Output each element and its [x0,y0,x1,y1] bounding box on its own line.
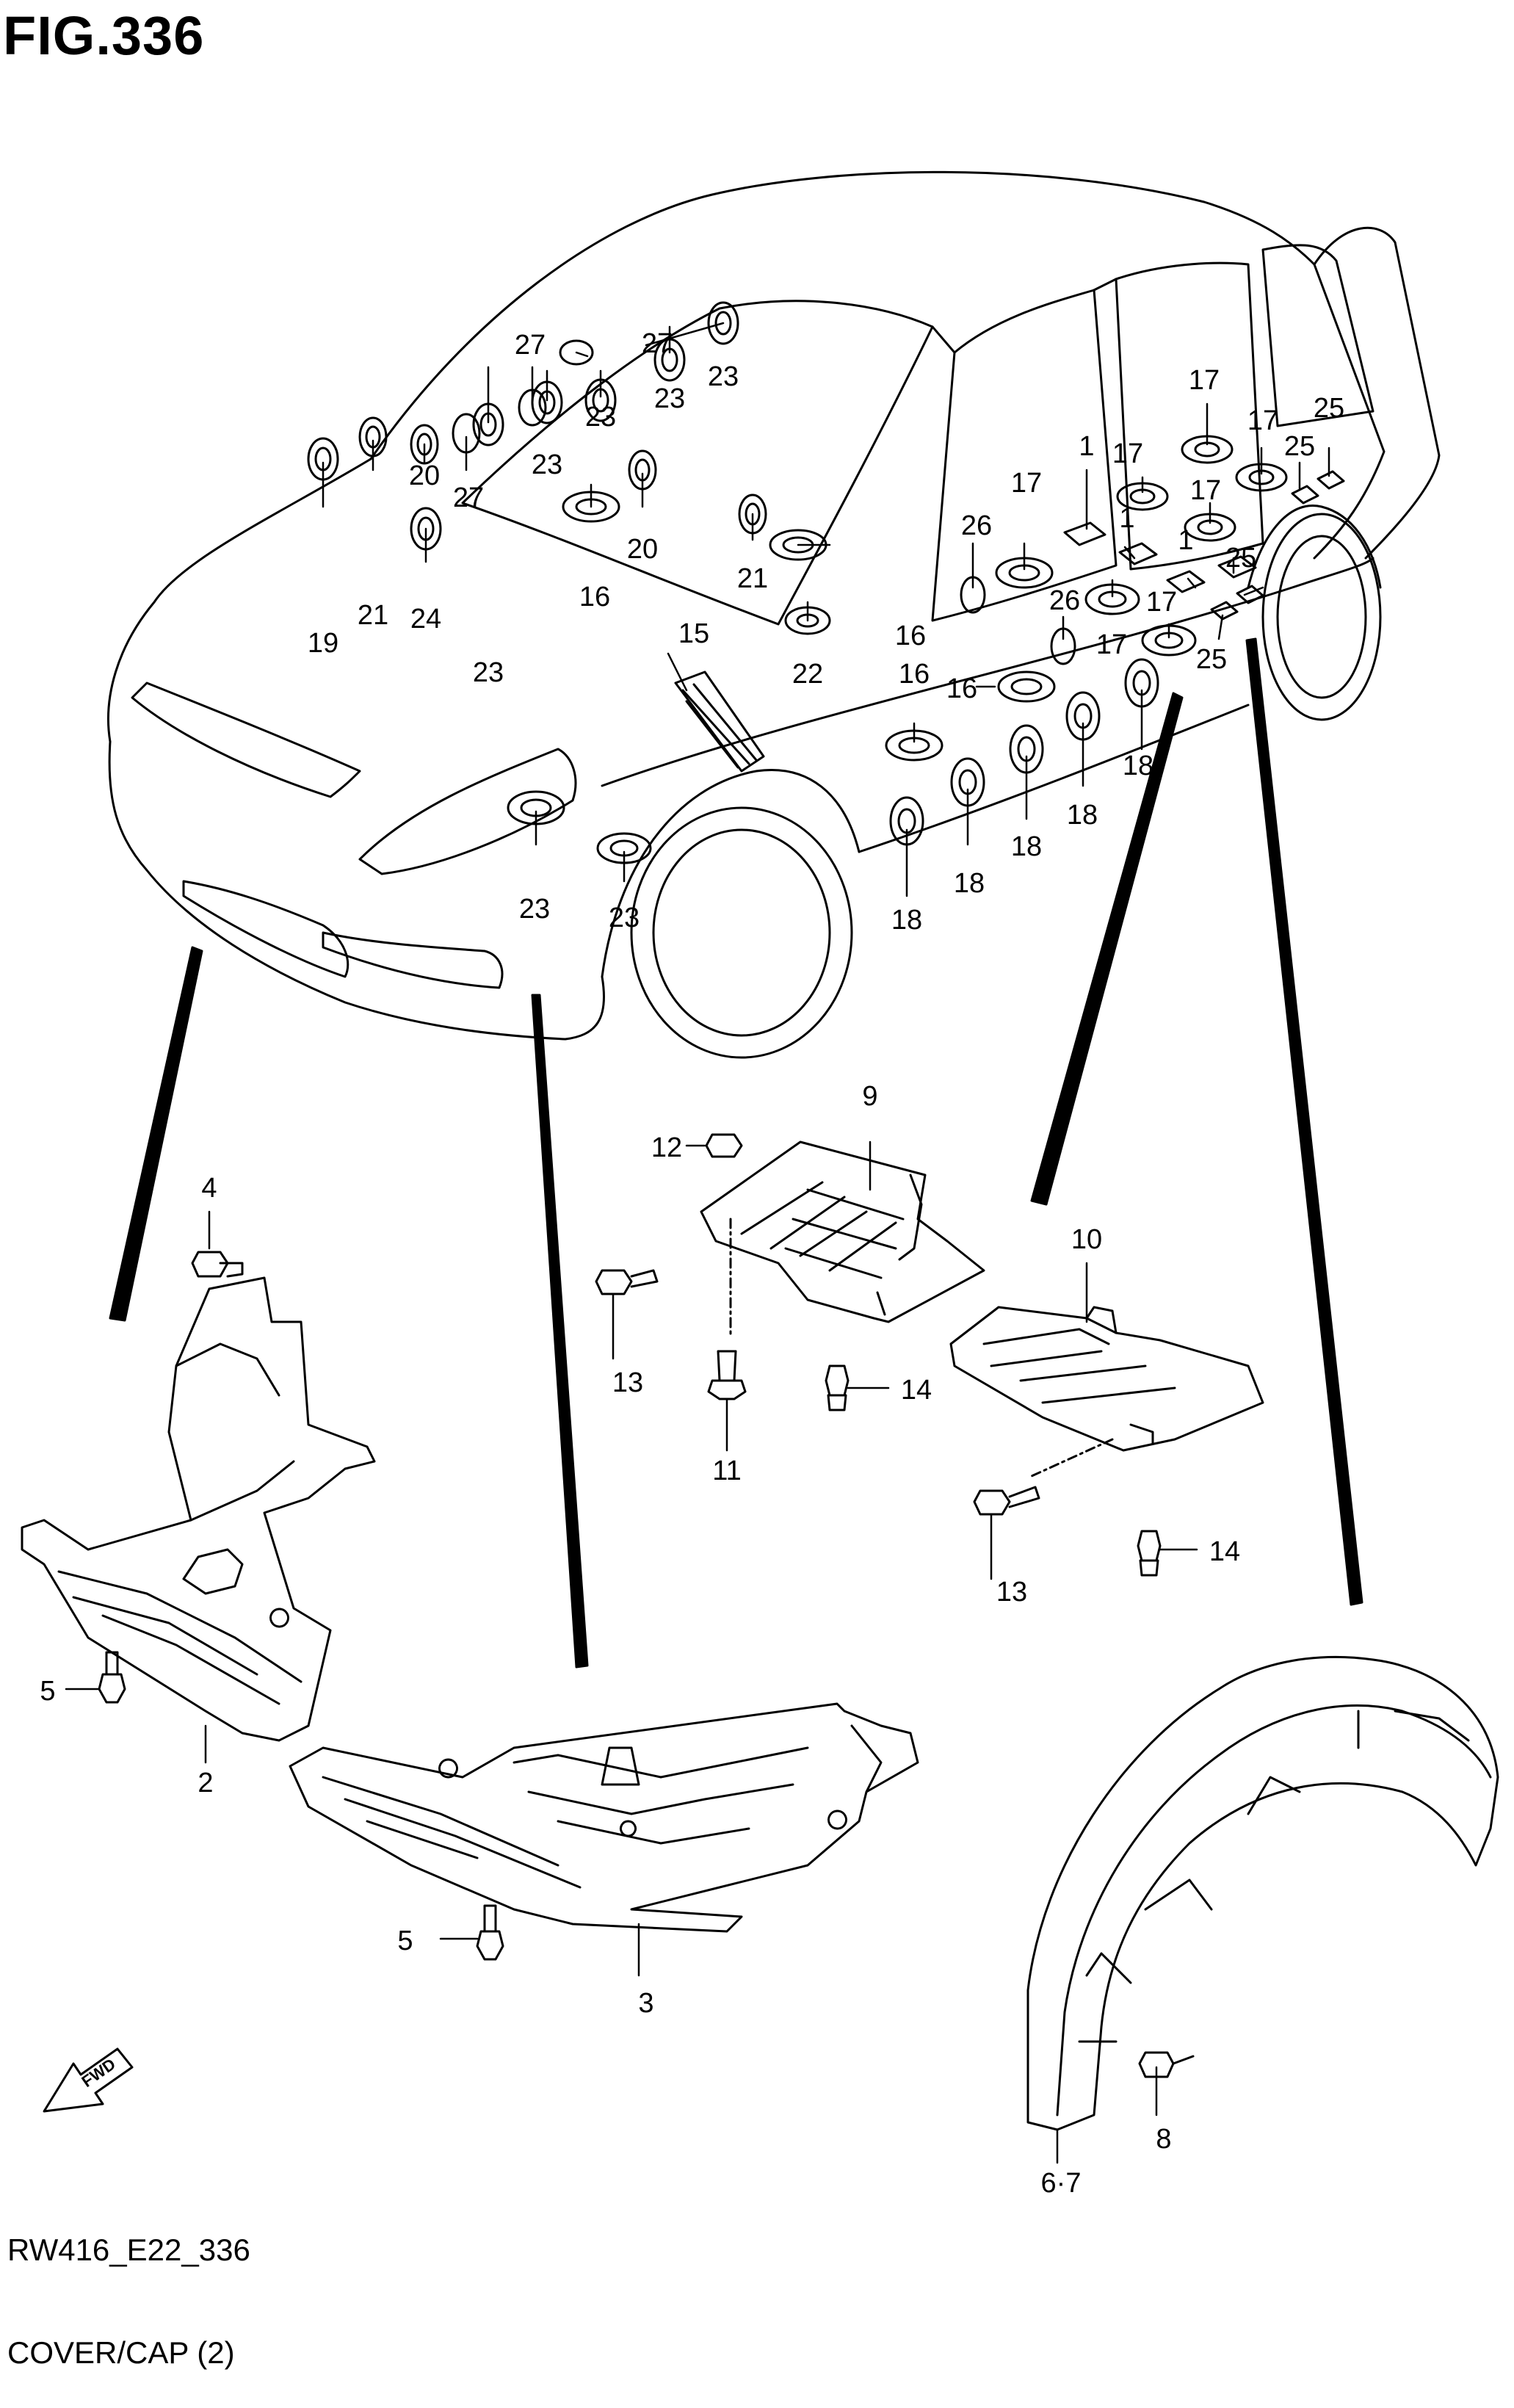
callout-c27a: 27 [515,330,546,361]
callout-c11: 11 [712,1456,741,1486]
callout-c17g: 17 [1096,629,1127,660]
callout-c2: 2 [198,1768,213,1798]
callout-c9: 9 [862,1081,877,1112]
callout-c23d: 23 [532,449,562,480]
callout-c1c: 1 [1178,525,1193,556]
callout-c23c: 23 [585,402,616,433]
callout-c19: 19 [308,628,338,659]
undercover-part-10 [949,1306,1264,1452]
leader-lines [322,322,1330,897]
callout-c17c: 17 [1112,438,1143,469]
fastener-leaders [65,1140,1198,2164]
callout-c23a: 23 [708,361,739,392]
dash-line-10 [1030,1438,1114,1478]
callout-c25c: 25 [1225,543,1256,574]
callout-c17b: 17 [1247,405,1278,436]
callout-c21a: 21 [358,600,388,631]
callout-c17a: 17 [1189,365,1220,396]
callout-c18e: 18 [1123,751,1153,781]
pointer-arrows [109,637,1363,1668]
callout-c23g: 23 [609,903,640,933]
callout-c3: 3 [638,1988,653,2019]
figure-caption: COVER/CAP (2) [7,2335,235,2370]
callout-c23f: 23 [519,894,550,925]
callout-c14b: 14 [1209,1536,1240,1567]
callout-c67: 6·7 [1041,2168,1082,2199]
callout-c13a: 13 [612,1367,643,1398]
callout-c20b: 20 [627,534,658,565]
callout-c27c: 27 [453,482,484,513]
callout-c12: 12 [651,1132,682,1163]
callout-c17d: 17 [1011,468,1042,499]
callout-c21b: 21 [737,563,768,594]
callout-c15: 15 [678,618,709,649]
callout-c16d: 16 [946,673,977,704]
callout-c10: 10 [1071,1224,1102,1255]
callout-c25b: 25 [1284,431,1315,462]
callout-c18c: 18 [1011,831,1042,862]
callout-c26a: 26 [961,510,992,541]
callout-c5b: 5 [397,1926,413,1956]
undercover-part-3 [289,1702,919,1933]
label-plates [1063,470,1345,621]
callout-c27b: 27 [642,328,673,359]
figure-title: FIG.336 [3,5,205,66]
callout-c16a: 16 [579,582,610,612]
callout-c24: 24 [410,604,441,634]
callout-c17e: 17 [1190,475,1221,506]
callout-c5a: 5 [40,1676,55,1707]
callout-c1b: 1 [1119,503,1134,534]
callout-c16c: 16 [899,659,930,690]
callout-c16b: 16 [895,621,926,651]
callout-c17f: 17 [1146,587,1177,618]
callout-c18a: 18 [891,905,922,936]
callout-c23e: 23 [473,657,504,688]
callout-c14a: 14 [901,1375,932,1406]
callout-c25a: 25 [1314,393,1344,424]
undercover-part-9 [700,1140,985,1323]
callout-c18d: 18 [1067,800,1098,831]
callout-c22: 22 [792,659,823,690]
callout-c13b: 13 [996,1577,1027,1608]
callout-c18b: 18 [954,868,985,899]
callout-c23b: 23 [654,383,685,414]
fwd-arrow-icon: FWD [43,2047,134,2113]
wheel-liner-part-6-7 [1026,1655,1499,2131]
callout-c8: 8 [1156,2124,1171,2155]
callout-c4: 4 [201,1173,217,1204]
car-body-outline [107,170,1441,1059]
callout-c20a: 20 [409,460,440,491]
fasteners [98,1133,1195,2078]
callout-c25d: 25 [1196,644,1227,675]
drawing-code: RW416_E22_336 [7,2232,250,2267]
callout-c26b: 26 [1049,585,1080,616]
undercover-part-2 [21,1276,376,1742]
callout-c1a: 1 [1079,431,1094,462]
